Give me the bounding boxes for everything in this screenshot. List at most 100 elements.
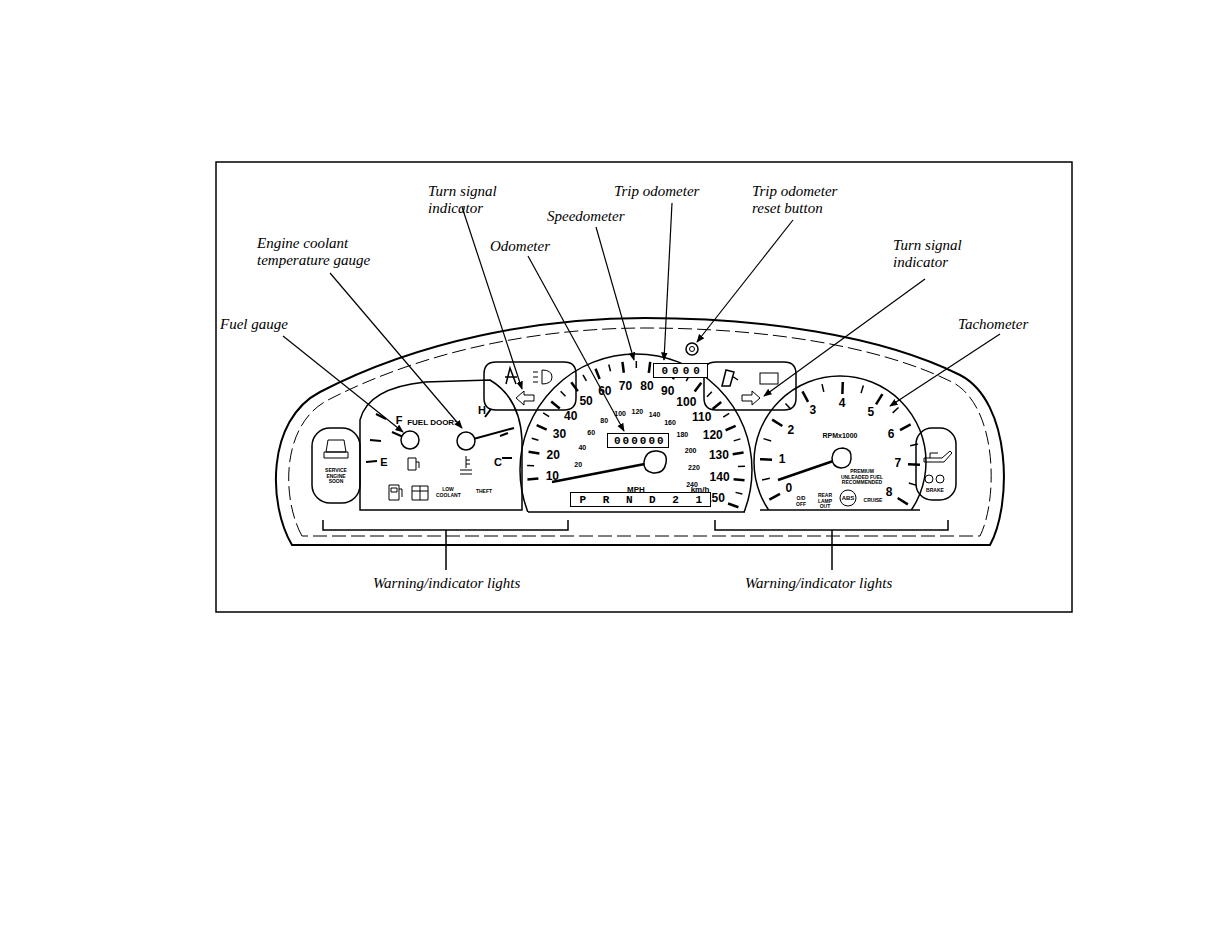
tick-mark bbox=[898, 498, 908, 504]
dial-text: 80 bbox=[640, 380, 653, 393]
dial-text: 1 bbox=[779, 453, 786, 466]
dial-text: 60 bbox=[587, 429, 595, 437]
speedometer-needle bbox=[552, 462, 655, 482]
tick-mark bbox=[900, 424, 911, 430]
leader-line bbox=[283, 336, 403, 432]
dial-text: 120 bbox=[703, 429, 723, 442]
dial-text: 8 bbox=[886, 486, 893, 499]
left-warning-pod bbox=[312, 428, 360, 503]
tick-mark bbox=[529, 452, 540, 454]
bracket bbox=[715, 520, 948, 570]
leader-line bbox=[664, 203, 672, 360]
leader-line bbox=[764, 279, 925, 396]
leader-line bbox=[462, 207, 522, 389]
dial-text: 20 bbox=[546, 449, 559, 462]
dial-text: BRAKE bbox=[926, 488, 944, 494]
leader-line bbox=[596, 227, 634, 360]
right-warning-pod bbox=[916, 428, 956, 500]
tick-mark bbox=[728, 504, 738, 508]
dial-text: 30 bbox=[553, 429, 566, 442]
dial-text: 6 bbox=[888, 428, 895, 441]
speedometer-face bbox=[520, 354, 752, 512]
oil-pressure-icon bbox=[924, 451, 952, 462]
tick-mark bbox=[734, 439, 741, 441]
dial-text: 80 bbox=[600, 418, 608, 426]
door-ajar-icon bbox=[412, 486, 428, 500]
leader-line bbox=[697, 220, 793, 342]
dial-text: 100 bbox=[676, 396, 696, 409]
dial-text: REAR LAMP OUT bbox=[816, 493, 834, 510]
dial-text: 0 bbox=[785, 483, 792, 496]
tick-mark bbox=[910, 444, 918, 446]
dial-text: FUEL DOOR> bbox=[407, 419, 459, 428]
callout-label: Warning/indicator lights bbox=[745, 575, 892, 592]
tick-mark bbox=[733, 452, 744, 454]
odometer-display: 000000 bbox=[607, 433, 669, 448]
tick-mark bbox=[609, 364, 611, 371]
dial-text: E bbox=[380, 456, 387, 468]
fuel-door-icon bbox=[408, 458, 419, 470]
battery-icon bbox=[760, 373, 778, 384]
brake-icon bbox=[936, 475, 944, 483]
dial-text: 160 bbox=[664, 419, 676, 427]
leader-line bbox=[330, 273, 462, 428]
callout-label: Odometer bbox=[490, 238, 550, 255]
dial-text: LOW COOLANT bbox=[436, 487, 460, 498]
low-fuel-icon bbox=[389, 485, 402, 500]
tick-mark bbox=[695, 383, 702, 392]
gear-indicator-display: P R N D 2 1 bbox=[570, 492, 711, 507]
dial-text: 3 bbox=[809, 404, 816, 417]
callout-label: Turn signal indicator bbox=[893, 237, 993, 270]
dial-text: O/D OFF bbox=[795, 496, 807, 507]
dial-text: 60 bbox=[598, 385, 611, 398]
dial-text: C bbox=[494, 456, 502, 468]
dial-text: 130 bbox=[709, 450, 729, 463]
dial-text: ABS bbox=[842, 495, 855, 502]
dial-text: PREMIUM UNLEADED FUEL RECOMMENDED bbox=[837, 469, 887, 486]
callout-label: Turn signal indicator bbox=[428, 183, 528, 216]
tick-mark bbox=[822, 384, 824, 392]
trip-reset-button bbox=[686, 343, 698, 355]
dial-text: 50 bbox=[579, 396, 592, 409]
tick-mark bbox=[734, 479, 745, 480]
dial-text: H bbox=[478, 404, 486, 416]
tick-mark bbox=[893, 407, 899, 412]
tick-mark bbox=[561, 391, 566, 396]
dial-text: 140 bbox=[649, 411, 661, 419]
tick-mark bbox=[532, 438, 539, 440]
tick-mark bbox=[772, 420, 782, 426]
left-indicator-pod bbox=[484, 362, 576, 410]
tick-mark bbox=[596, 369, 600, 379]
display-digits: 0000 bbox=[658, 365, 703, 377]
brake-icon bbox=[925, 475, 933, 483]
tick-mark bbox=[726, 426, 736, 430]
callout-label: Engine coolant temperature gauge bbox=[257, 235, 397, 268]
tick-mark bbox=[636, 361, 638, 368]
tick-mark bbox=[723, 413, 729, 417]
callout-label: Tachometer bbox=[958, 316, 1028, 333]
trip-odometer-display: 0000 bbox=[653, 363, 708, 378]
tick-mark bbox=[909, 483, 917, 485]
seatbelt-icon bbox=[505, 368, 517, 384]
dial-text: RPMx1000 bbox=[822, 432, 857, 440]
airbag-icon bbox=[722, 370, 738, 386]
dial-text: 4 bbox=[839, 397, 846, 410]
figure-frame bbox=[216, 162, 1072, 612]
callout-label: Warning/indicator lights bbox=[373, 575, 520, 592]
tachometer-hub bbox=[832, 448, 851, 468]
dial-text: SERVICE ENGINE SOON bbox=[325, 468, 347, 485]
dial-text: 200 bbox=[685, 447, 697, 455]
dial-text: 5 bbox=[867, 406, 874, 419]
callout-label: Trip odometer reset button bbox=[752, 183, 862, 216]
tick-mark bbox=[876, 394, 882, 404]
dial-text: CRUISE bbox=[864, 498, 883, 504]
tick-mark bbox=[527, 477, 538, 480]
tachometer-base bbox=[760, 509, 920, 511]
leader-line bbox=[528, 256, 624, 431]
dial-text: 70 bbox=[619, 380, 632, 393]
right-indicator-pod bbox=[704, 362, 796, 410]
fuel-needle-hub bbox=[401, 431, 419, 449]
tick-mark bbox=[622, 362, 623, 373]
dial-text: 140 bbox=[710, 471, 730, 484]
